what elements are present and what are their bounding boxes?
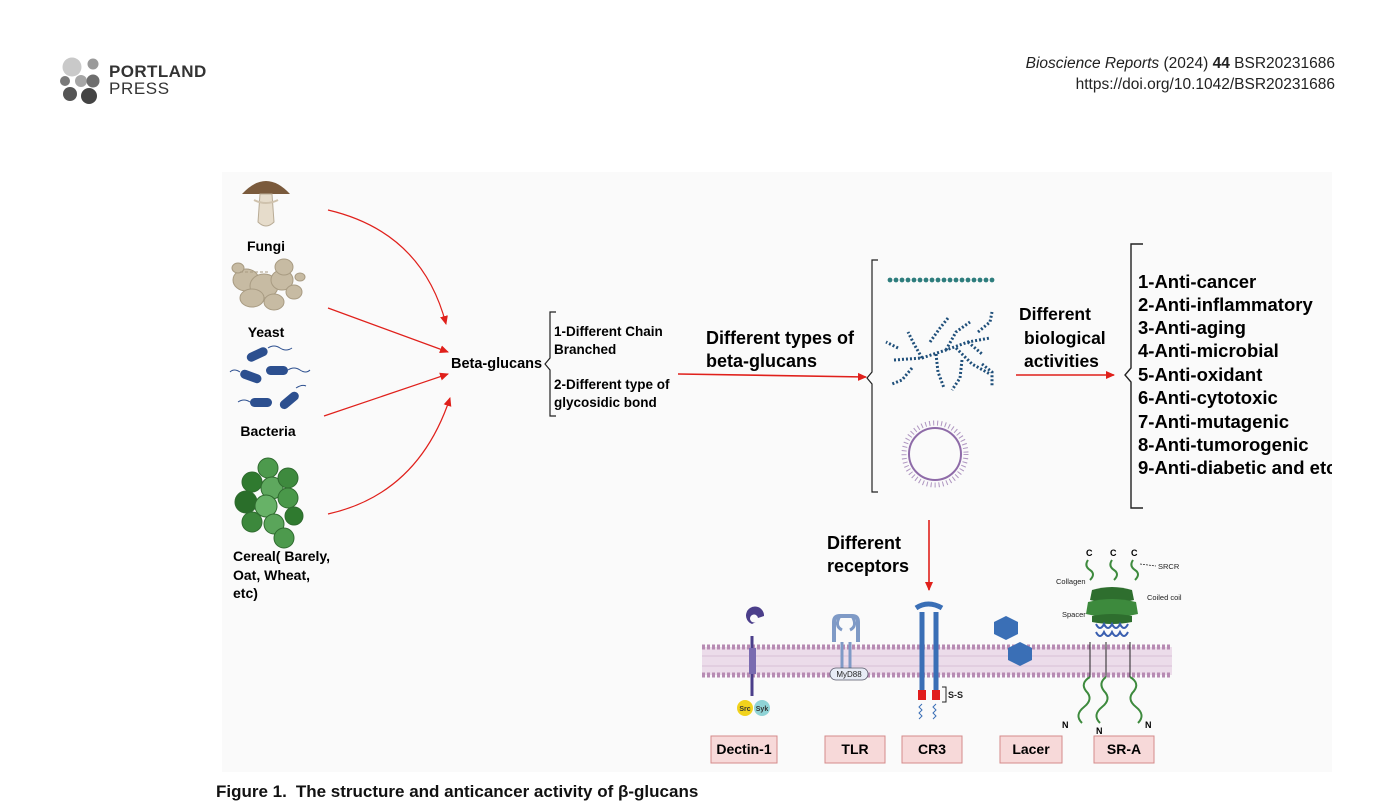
- types-label-line2: beta-glucans: [706, 351, 817, 371]
- activity-7: 7-Anti-mutagenic: [1138, 411, 1289, 432]
- bacteria-label: Bacteria: [240, 423, 295, 439]
- tlr-receptor-icon: MyD88: [829, 614, 869, 681]
- journal-volume: 44: [1212, 55, 1230, 72]
- circular-glucan-icon: [901, 420, 969, 488]
- sra-n3: N: [1145, 720, 1152, 730]
- difference-1-line1: 1-Different Chain: [554, 324, 663, 339]
- figure-diagram: Fungi Yeast Bacteria: [229, 181, 1332, 764]
- receptor-label-dectin-1: Dectin-1: [710, 735, 778, 764]
- receptor-lacer-text: Lacer: [1012, 741, 1050, 757]
- yeast-icon: [231, 258, 306, 311]
- receptor-dectin-1-text: Dectin-1: [716, 741, 771, 757]
- activity-1: 1-Anti-cancer: [1138, 271, 1256, 292]
- sra-c2: C: [1110, 548, 1117, 558]
- brace-activities: [1124, 243, 1143, 509]
- cereal-grains-icon: [234, 457, 304, 549]
- figure-1: Fungi Yeast Bacteria: [222, 172, 1332, 772]
- receptor-cr3-text: CR3: [918, 741, 946, 757]
- activity-2: 2-Anti-inflammatory: [1138, 294, 1313, 315]
- spacer-label: Spacer: [1062, 610, 1086, 619]
- receptor-label-tlr: TLR: [824, 735, 886, 764]
- brace-structures: [866, 259, 878, 493]
- receptors-label-line1: Different: [827, 533, 901, 553]
- arrow-fungi: [327, 209, 448, 325]
- journal-year: (2024): [1163, 55, 1209, 72]
- figure-caption: Figure 1. The structure and anticancer ac…: [216, 782, 698, 802]
- article-id: BSR20231686: [1234, 55, 1335, 72]
- difference-1-line2: Branched: [554, 342, 616, 357]
- receptor-label-cr3: CR3: [901, 735, 963, 764]
- arrow-yeast: [327, 307, 449, 354]
- fungi-label: Fungi: [247, 238, 285, 254]
- coiled-coil-label: Coiled coil: [1147, 593, 1182, 602]
- sra-n2: N: [1096, 726, 1103, 736]
- types-label-line1: Different types of: [706, 328, 855, 348]
- bio-label-line1: Different: [1019, 304, 1091, 324]
- publisher-name-line2: PRESS: [109, 79, 170, 98]
- journal-name: Bioscience Reports: [1025, 55, 1160, 72]
- activities-list: 1-Anti-cancer 2-Anti-inflammatory 3-Anti…: [1138, 271, 1332, 478]
- lacer-receptor-icon: [994, 616, 1032, 666]
- collagen-label: Collagen: [1056, 577, 1086, 586]
- difference-2-line1: 2-Different type of: [554, 377, 670, 392]
- arrow-cereal: [327, 397, 452, 515]
- dectin-1-receptor-icon: Src Syk: [737, 606, 770, 716]
- receptor-sr-a-text: SR-A: [1107, 741, 1141, 757]
- activity-6: 6-Anti-cytotoxic: [1138, 387, 1278, 408]
- syk-label: Syk: [756, 706, 769, 713]
- mushroom-icon: [242, 181, 290, 227]
- sra-c1: C: [1086, 548, 1093, 558]
- activity-4: 4-Anti-microbial: [1138, 340, 1279, 361]
- portland-press-logo[interactable]: PORTLAND PRESS: [58, 56, 228, 106]
- receptor-label-lacer: Lacer: [999, 735, 1063, 764]
- yeast-label: Yeast: [248, 324, 285, 340]
- bio-label-line2: biological: [1024, 328, 1106, 348]
- ss-label: S-S: [948, 690, 963, 700]
- srcr-label: SRCR: [1158, 562, 1180, 571]
- sra-n1: N: [1062, 720, 1069, 730]
- brace-differences: [544, 311, 556, 417]
- receptors-label-line2: receptors: [827, 556, 909, 576]
- activity-3: 3-Anti-aging: [1138, 317, 1246, 338]
- sr-a-receptor-icon: C C C SRCR Collagen Coiled coil Spacer N…: [1056, 548, 1182, 736]
- cereal-label-line2: Oat, Wheat,: [233, 567, 310, 583]
- sra-c3: C: [1131, 548, 1138, 558]
- cr3-receptor-icon: S-S: [914, 601, 963, 720]
- myd88-label: MyD88: [836, 670, 862, 679]
- activity-8: 8-Anti-tumorogenic: [1138, 434, 1309, 455]
- linear-glucan-chain-icon: [887, 277, 995, 283]
- journal-citation: Bioscience Reports (2024) 44 BSR20231686…: [1026, 53, 1335, 95]
- logo-dots-icon: [60, 57, 100, 104]
- arrow-to-types: [677, 372, 867, 381]
- receptor-tlr-text: TLR: [841, 741, 868, 757]
- figure-number: Figure 1.: [216, 782, 287, 801]
- cereal-label-line3: etc): [233, 585, 258, 601]
- bio-label-line3: activities: [1024, 351, 1099, 371]
- src-label: Src: [739, 706, 750, 713]
- activity-5: 5-Anti-oxidant: [1138, 364, 1262, 385]
- cereal-label-line1: Cereal( Barely,: [233, 548, 330, 564]
- page-header: PORTLAND PRESS Bioscience Reports (2024)…: [0, 0, 1386, 120]
- activity-9: 9-Anti-diabetic and etc: [1138, 457, 1332, 478]
- branched-glucan-icon: [885, 311, 994, 391]
- receptor-label-sr-a: SR-A: [1093, 735, 1155, 764]
- arrow-bacteria: [323, 372, 449, 417]
- difference-2-line2: glycosidic bond: [554, 395, 657, 410]
- figure-caption-text: The structure and anticancer activity of…: [295, 782, 699, 801]
- doi-link[interactable]: https://doi.org/10.1042/BSR20231686: [1075, 76, 1335, 93]
- bacteria-icon: [229, 345, 311, 410]
- beta-glucans-label: Beta-glucans: [451, 356, 542, 372]
- publisher-name-line1: PORTLAND: [109, 62, 207, 81]
